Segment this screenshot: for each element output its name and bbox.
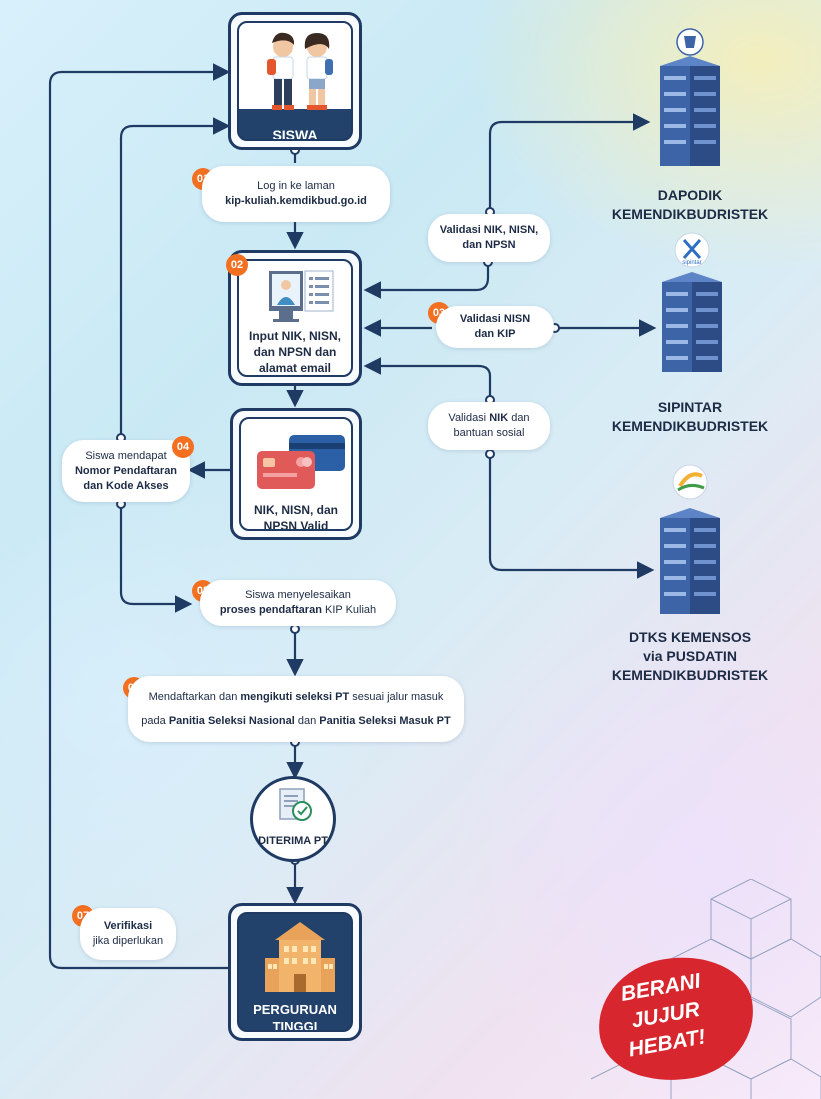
computer-form-icon bbox=[269, 270, 334, 322]
dapodik-server-icon bbox=[660, 28, 720, 166]
validation-dapodik-line2: dan NPSN bbox=[462, 239, 516, 251]
validation-dapodik-pill: Validasi NIK, NISN, dan NPSN bbox=[428, 214, 550, 262]
step-01-pill: Log in ke laman kip-kuliah.kemdikbud.go.… bbox=[202, 166, 390, 222]
step-01-line1: Log in ke laman bbox=[257, 180, 335, 192]
dtks-server-icon bbox=[660, 464, 720, 614]
sipintar-line2: KEMENDIKBUDRISTEK bbox=[611, 418, 769, 434]
step-03-line2: dan KIP bbox=[474, 328, 516, 340]
document-check-icon bbox=[279, 788, 312, 821]
step-03-line1: Validasi NISN bbox=[459, 313, 531, 325]
step-06-l1c: sesuai jalur masuk bbox=[349, 691, 444, 703]
step-05-line2-rest: KIP Kuliah bbox=[321, 604, 377, 616]
university-building-icon bbox=[265, 922, 335, 992]
step-06-l2c: dan bbox=[294, 715, 320, 727]
step-06-l2b: Panitia Seleksi Nasional bbox=[168, 715, 295, 727]
input-node: Input NIK, NISN, dan NPSN dan alamat ema… bbox=[228, 250, 362, 386]
validation-dtks-l1b: NIK bbox=[489, 412, 509, 424]
validation-dapodik-line1: Validasi NIK, NISN, bbox=[439, 224, 539, 236]
validation-dtks-l1a: Validasi bbox=[448, 412, 490, 424]
diterima-label: DITERIMA PT bbox=[258, 835, 328, 847]
dtks-line2: via PUSDATIN bbox=[643, 648, 737, 664]
step-07-line2: jika diperlukan bbox=[92, 935, 164, 947]
step-06-l1b: mengikuti seleksi PT bbox=[240, 691, 350, 703]
step-04-line2: Nomor Pendaftaran bbox=[74, 464, 178, 477]
step-01-url: kip-kuliah.kemdikbud.go.id bbox=[225, 195, 367, 207]
step-04-pill: Siswa mendapat Nomor Pendaftaran dan Kod… bbox=[62, 440, 190, 502]
diterima-node: DITERIMA PT bbox=[250, 776, 336, 862]
validation-dtks-pill: Validasi NIK dan bantuan sosial bbox=[428, 402, 550, 450]
valid-line2: NPSN Valid bbox=[263, 519, 329, 531]
sipintar-server-icon bbox=[662, 232, 722, 372]
input-line1: Input NIK, NISN, bbox=[249, 329, 341, 343]
step-03-pill: Validasi NISN dan KIP bbox=[436, 306, 554, 348]
dtks-line3: KEMENDIKBUDRISTEK bbox=[611, 667, 769, 683]
step-05-pill: Siswa menyelesaikan proses pendaftaran K… bbox=[200, 580, 396, 626]
step-07-pill: Verifikasi jika diperlukan bbox=[80, 908, 176, 960]
dapodik-line2: KEMENDIKBUDRISTEK bbox=[611, 206, 769, 222]
step-04-line1: Siswa mendapat bbox=[85, 449, 167, 462]
step-05-line1: Siswa menyelesaikan bbox=[245, 589, 351, 601]
dapodik-line1: DAPODIK bbox=[657, 187, 723, 203]
input-line2: dan NPSN dan bbox=[253, 345, 337, 359]
input-line3: alamat email bbox=[258, 361, 332, 375]
step-05-line2-bold: proses pendaftaran bbox=[219, 604, 322, 616]
valid-line1: NIK, NISN, dan bbox=[253, 503, 338, 517]
id-cards-icon bbox=[257, 435, 345, 489]
validation-dtks-l1c: dan bbox=[508, 412, 530, 424]
step-06-pill: Mendaftarkan dan mengikuti seleksi PT se… bbox=[128, 676, 464, 742]
validation-dtks-line2: bantuan sosial bbox=[453, 427, 525, 439]
dapodik-label: DAPODIK KEMENDIKBUDRISTEK bbox=[606, 186, 774, 224]
step-06-l2d: Panitia Seleksi Masuk PT bbox=[319, 715, 451, 727]
valid-node: NIK, NISN, dan NPSN Valid bbox=[230, 408, 362, 540]
step-07-line1: Verifikasi bbox=[103, 920, 153, 932]
step-04-badge: 04 bbox=[172, 436, 194, 458]
sipintar-label: SIPINTAR KEMENDIKBUDRISTEK bbox=[606, 398, 774, 436]
step-06-l1a: Mendaftarkan dan bbox=[148, 691, 241, 703]
dtks-line1: DTKS KEMENSOS bbox=[628, 629, 752, 645]
step-06-l2a: pada bbox=[141, 715, 169, 727]
siswa-label: SISWA bbox=[272, 127, 318, 141]
step-02-badge: 02 bbox=[226, 254, 248, 276]
siswa-node: SISWA bbox=[228, 12, 362, 150]
perguruan-tinggi-node: PERGURUAN TINGGI bbox=[228, 903, 362, 1041]
sipintar-line1: SIPINTAR bbox=[657, 399, 723, 415]
pt-line1: PERGURUAN bbox=[253, 1002, 337, 1017]
pt-line2: TINGGI bbox=[272, 1019, 318, 1032]
dtks-label: DTKS KEMENSOS via PUSDATIN KEMENDIKBUDRI… bbox=[606, 628, 774, 685]
students-icon bbox=[267, 32, 333, 110]
sipintar-logo-text: sipintar bbox=[682, 260, 702, 266]
step-04-line3: dan Kode Akses bbox=[83, 479, 169, 492]
